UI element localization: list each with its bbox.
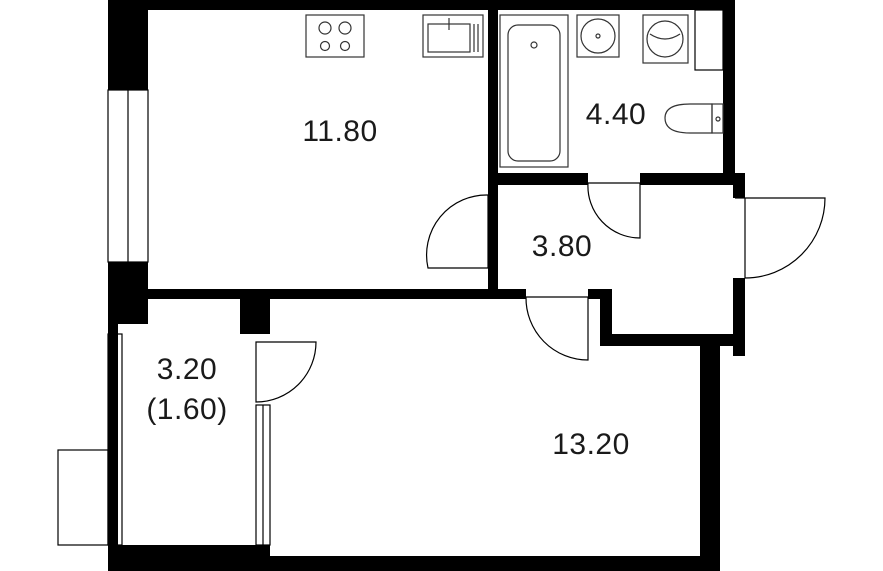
toilet-icon — [664, 103, 724, 134]
wall-bath-bottom-right — [640, 173, 743, 185]
wall-living-right — [700, 334, 720, 571]
window-balcony-left — [107, 333, 123, 546]
stove-icon — [305, 14, 365, 58]
wall-top-bath — [488, 0, 733, 10]
bathtub-icon — [499, 14, 569, 168]
door-balcony — [255, 341, 317, 403]
door-bathroom — [587, 182, 641, 239]
walls — [108, 0, 745, 571]
balcony-area: 3.20 — [157, 353, 217, 386]
balcony-area-reduced: (1.60) — [146, 393, 227, 426]
door-kitchen — [425, 194, 489, 269]
wall-hall-bottom-right — [588, 289, 608, 299]
door-entrance — [744, 197, 826, 279]
door-living — [525, 296, 589, 361]
hallway-area: 3.80 — [532, 230, 592, 263]
window-bath — [694, 9, 724, 71]
wall-right-hall — [733, 173, 745, 198]
wall-bath-bottom-left — [488, 173, 588, 185]
wall-balcony-left — [108, 324, 118, 571]
balcony-outer — [57, 449, 109, 546]
wall-kitchen-bath — [488, 0, 498, 290]
wall-balcony-bottom — [108, 545, 268, 571]
washing-machine-icon — [642, 14, 689, 64]
doors — [255, 182, 826, 403]
wall-top-kitchen — [108, 0, 498, 10]
living-room-area: 13.20 — [552, 428, 630, 461]
wall-kitchen-bottom — [108, 289, 526, 299]
wall-hall-step — [600, 289, 612, 344]
washbasin-icon — [576, 14, 620, 58]
fixtures — [305, 14, 724, 168]
wall-left-upper — [108, 0, 148, 90]
bathroom-area: 4.40 — [586, 98, 646, 131]
area-labels: 11.80 4.40 3.80 3.20 (1.60) 13.20 — [146, 98, 646, 461]
windows — [57, 9, 724, 546]
wall-right-bath — [723, 0, 735, 183]
wall-living-bottom — [270, 556, 720, 571]
kitchen-area: 11.80 — [302, 115, 377, 148]
wall-balcony-living-top — [240, 289, 270, 334]
kitchen-sink-icon — [422, 14, 484, 58]
wall-hall-step-bottom — [600, 334, 745, 346]
